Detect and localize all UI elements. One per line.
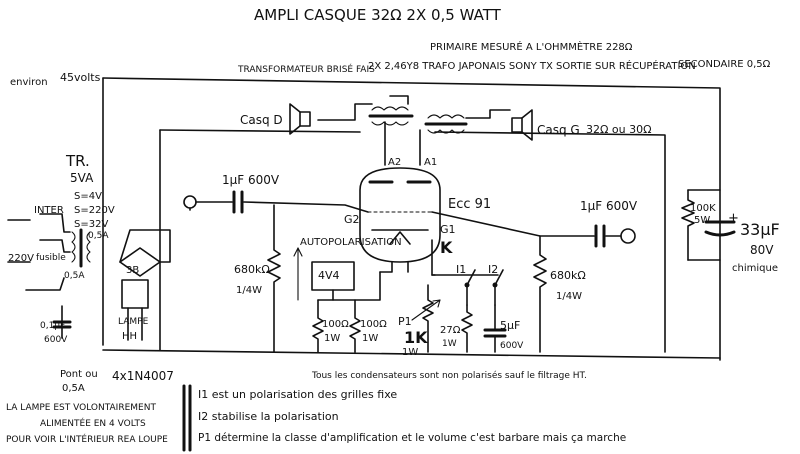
label-tr: TR. [66,152,90,170]
label-tube: Ecc 91 [448,197,492,212]
label-cathode: K [440,238,453,257]
label-resistor-100a: 100Ω [322,319,349,330]
label-switch-i2: I2 [488,263,499,276]
label-lamp-note-1: LA LAMPE EST VOLONTAIREMENT [6,403,156,413]
right-output-transformer [424,109,511,134]
label-cap-5uf: 5µF [500,319,521,332]
label-tr-s3-current: 0,5A [88,231,109,241]
label-cap-c1-volt: 600V [44,335,68,345]
label-heater-voltage: 4V4 [318,269,340,282]
label-bridge: 3B [126,265,140,276]
label-lamp: LAMPE [118,317,149,327]
label-filter-cap: 33µF [740,220,780,239]
note-2: I2 stabilise la polarisation [198,410,339,423]
label-autopolarisation: AUTOPOLARISATION [300,237,402,248]
label-tr-s1: S=4V [74,191,102,202]
label-cap-c1: 0,1µF [40,321,66,331]
label-resistor-100b-watt: 1W [362,333,379,344]
label-fusible-value: 0,5A [64,271,85,281]
right-headphone-icon [511,109,533,141]
label-grid-resistor-right: 680kΩ [550,269,586,282]
note-3: P1 détermine la classe d'amplification e… [198,432,627,444]
label-filter-cap-plus: + [728,211,739,226]
left-output-transformer [317,95,414,126]
label-tr-s3: S=32V [74,219,109,230]
note-1: I1 est un polarisation des grilles fixe [198,388,398,401]
label-tr-s2: S=220V [74,205,115,216]
label-pont-current: 0,5A [62,383,85,394]
label-pot-p1: P1 [398,315,412,328]
label-resistor-27-watt: 1W [442,339,457,349]
label-resistor-100k-watt: 5W [694,215,711,226]
label-chimique: chimique [732,263,778,274]
label-cap-5uf-volt: 600V [500,341,524,351]
label-filter-cap-volt: 80V [750,243,774,257]
label-transformer: TRANSFORMATEUR BRISÉ FAIS [238,65,375,75]
label-primary: PRIMAIRE MESURÉ A L'OHMMÈTRE 228Ω [430,42,633,53]
label-pot-watt: 1W [402,347,419,358]
label-headphone-right: Casq G [537,123,580,137]
label-anode-1: A1 [424,157,438,168]
label-resistor-100b: 100Ω [360,319,387,330]
left-grid-resistor [267,204,281,353]
left-headphone-icon [289,103,311,135]
label-caps-note: Tous les condensateurs sont non polarisé… [312,371,587,381]
ecc91-tube [359,167,441,273]
label-grid-1: G1 [440,223,456,236]
label-resistor-27: 27Ω [440,325,461,336]
label-tr-va: 5VA [70,171,94,185]
label-grid-2: G2 [344,213,360,226]
label-resistor-100k: 100K [690,203,716,214]
label-transformer-2: 2X 2,46Y8 TRAFO JAPONAIS SONY TX SORTIE … [368,61,696,72]
label-cap-left: 1µF 600V [222,173,280,187]
label-inter: INTER [34,205,64,216]
label-fusible: fusible [36,253,66,263]
label-hh: HH [122,331,138,342]
label-grid-resistor-left-watt: 1/4W [236,285,262,296]
label-headphone-left: Casq D [240,113,283,127]
label-switch-i1: I1 [456,263,467,276]
label-220v: 220V [8,253,34,264]
label-pont: Pont ou [60,369,98,380]
label-grid-resistor-left: 680kΩ [234,263,270,276]
label-resistor-100a-watt: 1W [324,333,341,344]
label-environ: environ [10,77,48,88]
bridge-rectifier [119,229,171,277]
label-voltage-45: 45volts [60,71,101,84]
right-grid-resistor [533,235,547,353]
label-grid-resistor-right-watt: 1/4W [556,291,582,302]
label-cap-right: 1µF 600V [580,199,638,213]
label-anode-2: A2 [388,157,402,168]
label-headphone-impedance: 32Ω ou 30Ω [586,123,652,136]
label-diodes: 4x1N4007 [112,369,174,383]
label-lamp-note-3: POUR VOIR L'INTÉRIEUR REA LOUPE [6,435,168,445]
label-pot-value: 1K [404,328,428,347]
page-title: AMPLI CASQUE 32Ω 2X 0,5 WATT [254,6,501,24]
label-lamp-note-2: ALIMENTÉE EN 4 VOLTS [40,419,146,429]
label-secondary: SECONDAIRE 0,5Ω [678,59,771,70]
